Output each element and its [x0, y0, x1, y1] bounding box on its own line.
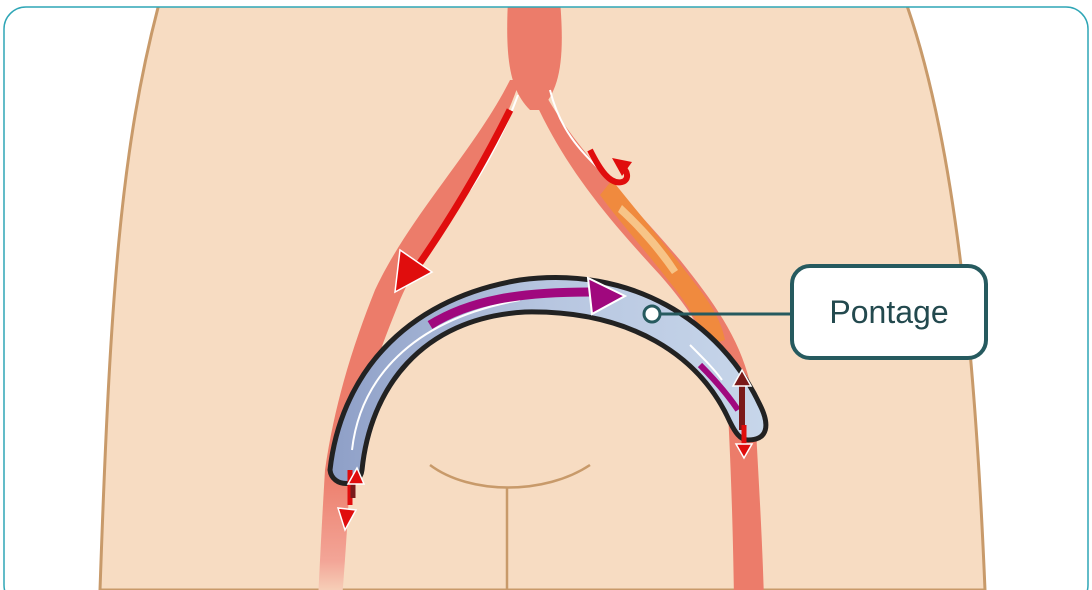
callout-box: Pontage: [790, 264, 988, 360]
callout-dot: [644, 306, 660, 322]
callout-label: Pontage: [829, 294, 948, 331]
